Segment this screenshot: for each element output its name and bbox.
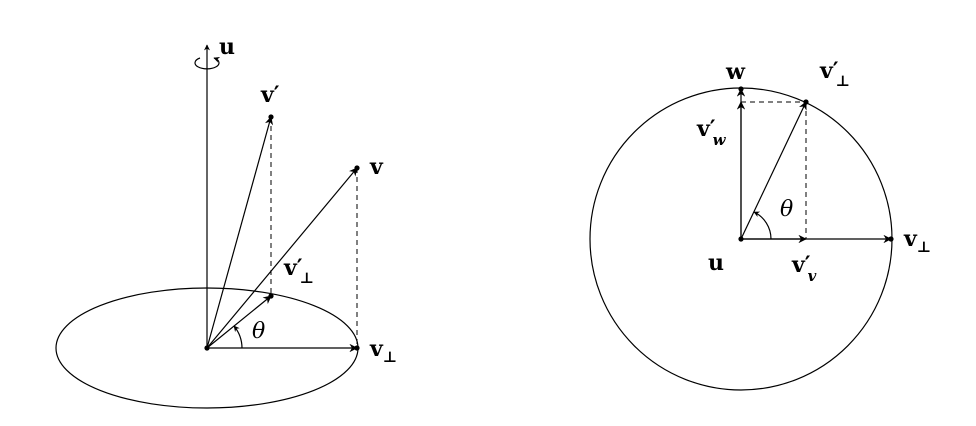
v-perp-prime-label-right: v′⊥	[819, 58, 850, 90]
v-perp-tip-dot	[354, 345, 360, 351]
vector-v-perp-prime	[206, 295, 272, 349]
v-perp-subscript-right: ⊥	[917, 238, 931, 256]
angle-theta-arc	[233, 325, 243, 349]
v-perp-letter-right: v	[903, 226, 918, 252]
angle-theta-label: θ	[252, 319, 265, 344]
rotation-arrow-icon	[194, 57, 221, 70]
v-v-prime-label: v′v	[791, 252, 817, 285]
v-perp-prime-letter: v	[283, 255, 298, 281]
v-perp-prime-mark-right: ′	[833, 58, 839, 84]
v-perp-label: v⊥	[369, 336, 397, 366]
angle-theta-arc-right	[753, 211, 772, 240]
left-diagram: u v′ v v′⊥ v⊥ θ	[55, 34, 397, 409]
vector-v	[206, 167, 358, 349]
vector-v-perp-prime-right	[740, 101, 807, 240]
v-w-prime-mark: ′	[710, 116, 716, 142]
w-label: w	[725, 59, 746, 85]
u-label-right: u	[708, 250, 724, 276]
v-prime-label: v′	[260, 82, 280, 108]
v-perp-prime-subscript-right: ⊥	[836, 72, 850, 90]
right-origin-dot	[738, 236, 744, 242]
v-perp-prime-letter-right: v	[819, 58, 834, 84]
origin-dot	[204, 345, 210, 351]
v-w-prime-label: v′w	[696, 116, 727, 149]
v-v-prime-subscript: v	[808, 267, 817, 285]
v-prime-mark: ′	[274, 82, 280, 108]
v-perp-prime-tip-dot	[268, 293, 274, 299]
v-v-prime-letter: v	[791, 252, 806, 278]
v-perp-letter: v	[369, 336, 384, 362]
v-perp-prime-tip-dot-right	[803, 99, 809, 105]
axis-u-label: u	[219, 34, 235, 60]
v-perp-label-right: v⊥	[903, 226, 931, 256]
v-prime-letter: v	[260, 82, 275, 108]
v-w-prime-letter: v	[696, 116, 711, 142]
v-perp-subscript: ⊥	[383, 348, 397, 366]
right-diagram: w v′⊥ v′w θ v⊥ u v′v	[589, 58, 931, 391]
v-label: v	[369, 154, 384, 180]
v-perp-tip-dot-right	[888, 236, 894, 242]
w-tip-dot	[738, 86, 744, 92]
angle-theta-label-right: θ	[780, 197, 793, 222]
v-tip-dot	[354, 165, 360, 171]
v-perp-prime-subscript: ⊥	[300, 269, 314, 287]
v-v-prime-mark: ′	[805, 252, 811, 278]
v-prime-tip-dot	[268, 114, 274, 120]
v-perp-prime-label: v′⊥	[283, 255, 314, 287]
vector-v-prime	[206, 116, 274, 349]
v-w-prime-subscript: w	[713, 131, 727, 149]
v-perp-prime-mark: ′	[297, 255, 303, 281]
